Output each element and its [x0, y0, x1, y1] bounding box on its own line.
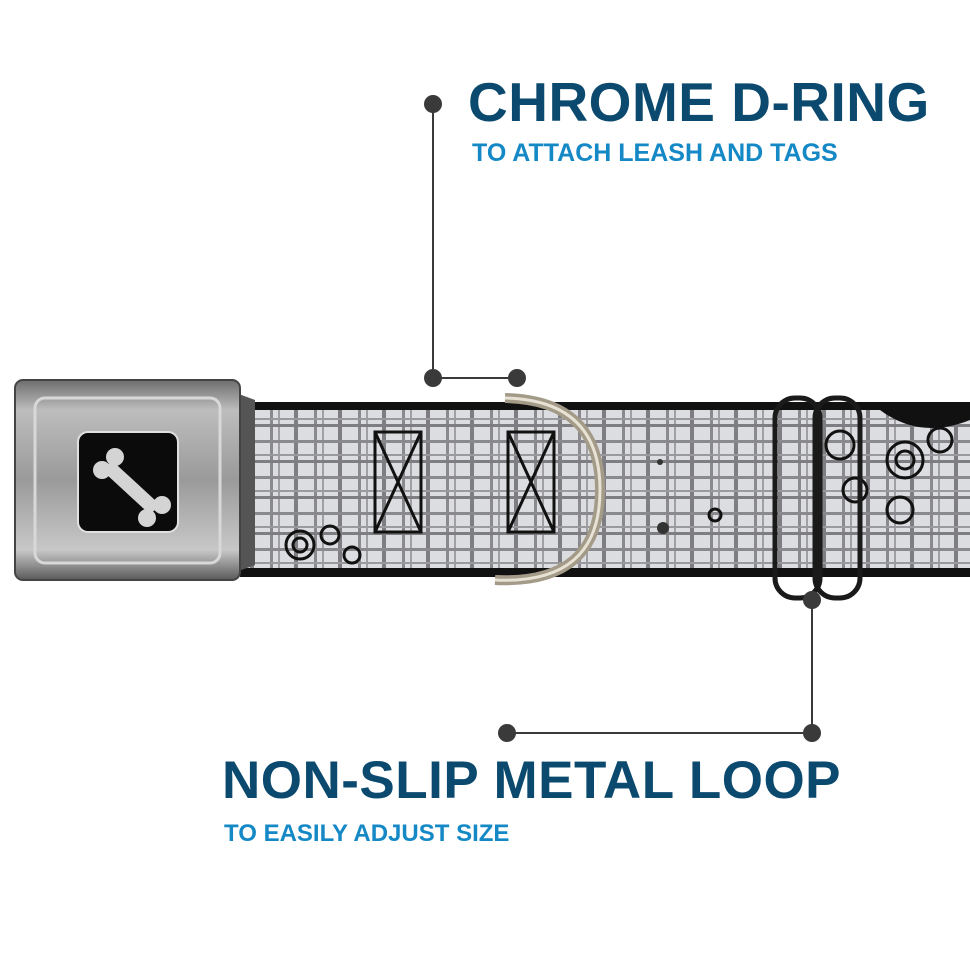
- metal-loop-title: NON-SLIP METAL LOOP: [222, 751, 842, 810]
- d-ring-title: CHROME D-RING: [468, 71, 930, 133]
- callout-line-metal-loop: [498, 591, 821, 742]
- metal-loop-subtitle: TO EASILY ADJUST SIZE: [224, 820, 510, 847]
- bone-logo-icon: [93, 448, 171, 527]
- d-ring-subtitle: TO ATTACH LEASH AND TAGS: [472, 139, 838, 167]
- collar-strap: [240, 402, 970, 577]
- callout-line-d-ring: [424, 95, 526, 387]
- seatbelt-buckle: [14, 379, 255, 581]
- metal-loop: [772, 395, 863, 601]
